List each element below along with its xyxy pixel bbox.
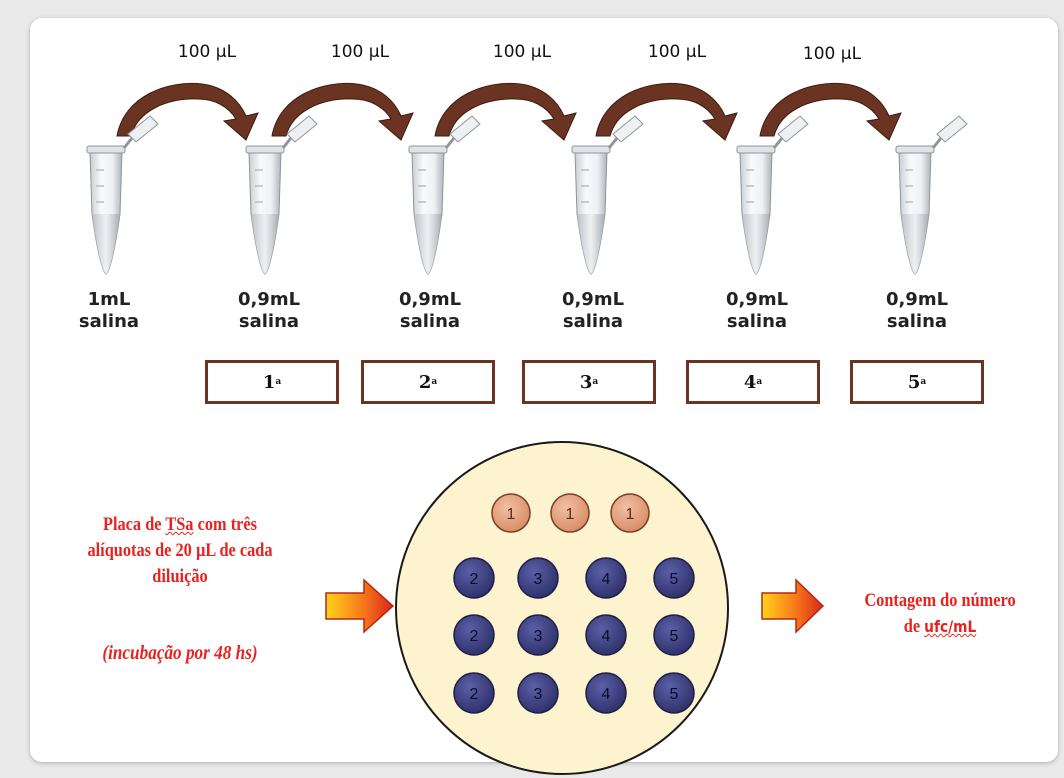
aliquot-dilution-number: 3 (534, 628, 543, 645)
tube-solution: salina (238, 311, 300, 332)
tube-volume: 0,9mL (885, 289, 949, 310)
aliquot-r2-c3: 5 (653, 672, 695, 714)
transfer-arrow-5 (759, 82, 902, 141)
tube-volume: 0,9mL (237, 289, 301, 310)
tube-label-4: 0,9mL salina (692, 289, 822, 333)
transfer-volume-label-3: 100 µL (492, 42, 552, 62)
transfer-volume-label-5: 100 µL (802, 44, 862, 64)
dilution-number: 3 (579, 371, 593, 393)
incubation-note: (incubação por 48 hs) (102, 642, 258, 664)
microtube-0 (86, 115, 159, 275)
dilution-ordinal: a (275, 377, 282, 387)
aliquot-r2-c0: 2 (453, 672, 495, 714)
aliquot-r1-c2: 4 (585, 614, 627, 656)
tube-volume: 1mL (87, 289, 131, 310)
transfer-arrow-2 (271, 82, 414, 141)
tube-volume: 0,9mL (725, 289, 789, 310)
aliquot-r2-c2: 4 (585, 672, 627, 714)
aliquot-dilution-number: 4 (602, 571, 611, 588)
microtube-4 (736, 115, 809, 275)
dilution-number: 5 (907, 371, 921, 393)
tube-label-0: 1mL salina (44, 289, 174, 333)
count-description: Contagem do número de ufc/mL (837, 588, 1043, 640)
count-description-line2: de ufc/mL (903, 616, 977, 637)
tube-label-5: 0,9mL salina (852, 289, 982, 333)
plate-aliquots: 1 1 1 2 3 4 5 2 3 4 5 2 3 4 5 (453, 493, 695, 714)
transfer-arrow-3 (434, 82, 577, 141)
aliquot-dilution-number: 2 (470, 571, 479, 588)
plate-description-line2: alíquotas de 20 µL de cada (87, 540, 273, 561)
tube-solution: salina (399, 311, 461, 332)
tubes (86, 115, 968, 275)
tube-label-2: 0,9mL salina (365, 289, 495, 333)
aliquot-r1-c0: 2 (453, 614, 495, 656)
aliquot-dilution-number: 5 (670, 686, 679, 703)
aliquot-r0-c0: 2 (453, 557, 495, 599)
tube-solution: salina (726, 311, 788, 332)
aliquot-dilution-number: 5 (670, 628, 679, 645)
aliquot-r2-c1: 3 (517, 672, 559, 714)
tube-label-1: 0,9mL salina (204, 289, 334, 333)
aliquot-dilution-number: 1 (507, 506, 516, 523)
aliquot-top-1: 1 (550, 493, 590, 533)
tube-solution: salina (78, 311, 140, 332)
transfer-volume-label-4: 100 µL (647, 42, 707, 62)
petri-plate (395, 441, 729, 775)
aliquot-r0-c2: 4 (585, 557, 627, 599)
transfer-volume-label-2: 100 µL (330, 42, 390, 62)
aliquot-dilution-number: 2 (470, 686, 479, 703)
aliquot-r0-c3: 5 (653, 557, 695, 599)
transfer-arrows (116, 82, 902, 141)
aliquot-dilution-number: 3 (534, 571, 543, 588)
dilution-number: 4 (743, 371, 757, 393)
aliquot-dilution-number: 3 (534, 686, 543, 703)
dilution-number: 1 (262, 371, 276, 393)
aliquot-r1-c1: 3 (517, 614, 559, 656)
dilution-number: 2 (418, 371, 432, 393)
aliquot-dilution-number: 4 (602, 686, 611, 703)
microtube-3 (571, 115, 644, 275)
aliquot-top-2: 1 (610, 493, 650, 533)
aliquot-dilution-number: 1 (566, 506, 575, 523)
tube-label-3: 0,9mL salina (528, 289, 658, 333)
dilution-ordinal: a (431, 377, 438, 387)
dilution-ordinal: a (592, 377, 599, 387)
aliquot-dilution-number: 5 (670, 571, 679, 588)
aliquot-dilution-number: 2 (470, 628, 479, 645)
count-description-line1: Contagem do número (864, 590, 1016, 611)
microtube-5 (895, 115, 968, 275)
tsa-term: TSa (165, 514, 194, 535)
tube-solution: salina (562, 311, 624, 332)
plate-description-line3: diluição (152, 566, 208, 587)
aliquot-dilution-number: 1 (626, 506, 635, 523)
transfer-arrow-1 (116, 82, 259, 141)
left-block-arrow (325, 578, 395, 634)
microtube-2 (408, 115, 481, 275)
dilution-ordinal: a (756, 377, 763, 387)
ufc-unit: ufc/mL (924, 617, 977, 636)
transfer-arrow-4 (595, 82, 738, 141)
aliquot-r1-c3: 5 (653, 614, 695, 656)
transfer-volume-label-1: 100 µL (177, 42, 237, 62)
tube-volume: 0,9mL (398, 289, 462, 310)
plate-description-line1: Placa de TSa com três (102, 514, 258, 535)
plate-description: Placa de TSa com três alíquotas de 20 µL… (60, 512, 301, 590)
aliquot-r0-c1: 3 (517, 557, 559, 599)
microtube-1 (245, 115, 318, 275)
tube-volume: 0,9mL (561, 289, 625, 310)
aliquot-dilution-number: 4 (602, 628, 611, 645)
tube-solution: salina (886, 311, 948, 332)
right-block-arrow (761, 578, 825, 634)
dilution-ordinal: a (920, 377, 927, 387)
aliquot-top-0: 1 (491, 493, 531, 533)
